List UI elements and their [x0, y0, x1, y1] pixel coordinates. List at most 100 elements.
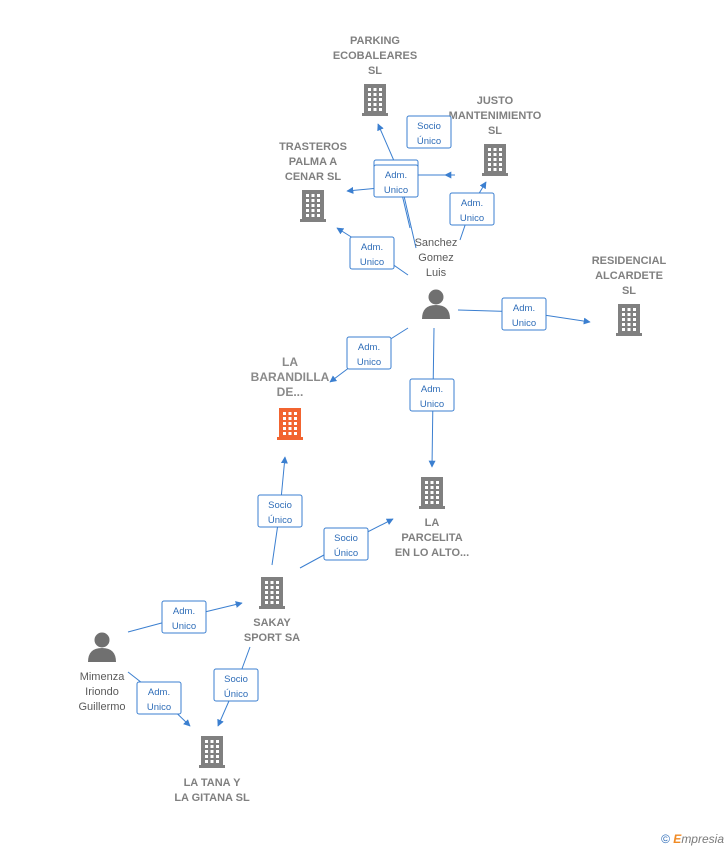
node-label: CENAR SL — [285, 171, 342, 183]
node-label: PARCELITA — [401, 532, 462, 544]
node-label: SL — [488, 125, 502, 137]
building-icon — [300, 190, 326, 222]
node-label: Luis — [426, 267, 447, 279]
edge-label-box[interactable]: Adm. Unico — [349, 236, 395, 270]
node-label: LA — [282, 355, 298, 369]
node-barandilla[interactable]: LABARANDILLADE... — [251, 355, 330, 440]
node-label: JUSTO — [477, 95, 514, 107]
node-trasteros[interactable]: TRASTEROS PALMA A CENAR SL — [279, 141, 347, 222]
building-icon — [482, 144, 508, 176]
edge-label-frame — [136, 681, 182, 715]
edge-label-text: Socio — [268, 500, 292, 511]
node-tana[interactable]: LA TANA Y LA GITANA SL — [174, 736, 250, 804]
edge-label-text: Unico — [357, 357, 381, 368]
edge-label-text: Unico — [360, 257, 384, 268]
edge-label-text: Unico — [420, 399, 444, 410]
node-label: SL — [622, 285, 636, 297]
edge-label-text: Unico — [147, 702, 171, 713]
edge-label-frame — [409, 378, 455, 412]
node-label: TRASTEROS — [279, 141, 347, 153]
node-label: Sanchez — [415, 237, 458, 249]
edge-labels-layer: Adm.UnicoSocioÚnicoAdm.UnicoAdm.UnicoAdm… — [136, 115, 547, 715]
edge-label-text: Adm. — [173, 606, 195, 617]
node-label: EN LO ALTO... — [395, 547, 469, 559]
edge-label-text: Único — [224, 689, 248, 700]
edge-label-text: Adm. — [461, 198, 483, 209]
edge-label-text: Adm. — [358, 342, 380, 353]
edge-label-text: Socio — [417, 121, 441, 132]
edge-label-text: Adm. — [421, 384, 443, 395]
edge-label-text: Unico — [384, 185, 408, 196]
edge-label-text: Adm. — [148, 687, 170, 698]
edge-label-box[interactable]: Adm. Unico — [409, 378, 455, 412]
edge-label-box[interactable]: Adm. Unico — [136, 681, 182, 715]
edge-label-frame — [346, 336, 392, 370]
edge-label-text: Adm. — [361, 242, 383, 253]
edge-label-frame — [406, 115, 452, 149]
edge-label-frame — [257, 494, 303, 528]
edge-label-text: Unico — [172, 621, 196, 632]
node-label: RESIDENCIAL — [592, 255, 667, 267]
building-icon — [199, 736, 225, 768]
node-label: SAKAY — [253, 617, 291, 629]
edge-label-box[interactable]: Adm. Unico — [373, 164, 419, 198]
edge-label-frame — [449, 192, 495, 226]
node-parcelita[interactable]: LA PARCELITA EN LO ALTO... — [395, 477, 469, 559]
edge-label-frame — [501, 297, 547, 331]
edge-label-frame — [213, 668, 259, 702]
building-icon — [362, 84, 388, 116]
node-label: Gomez — [418, 252, 453, 264]
building-icon — [419, 477, 445, 509]
edge-label-text: Unico — [512, 318, 536, 329]
edge-label-frame — [349, 236, 395, 270]
copyright-symbol: © — [661, 832, 670, 846]
edge-label-box[interactable]: Adm. Unico — [346, 336, 392, 370]
edge-label-text: Único — [268, 515, 292, 526]
edge-label-text: Único — [417, 136, 441, 147]
node-label: Guillermo — [78, 701, 125, 713]
building-icon — [259, 577, 285, 609]
node-justo[interactable]: JUSTO MANTENIMIENTO SL — [449, 95, 542, 176]
building-icon — [277, 408, 303, 440]
person-icon — [88, 632, 116, 662]
node-label: Iriondo — [85, 686, 119, 698]
node-residencial[interactable]: RESIDENCIAL ALCARDETE SL — [592, 255, 667, 336]
edge-label-text: Único — [334, 548, 358, 559]
node-label: MANTENIMIENTO — [449, 110, 542, 122]
edge-label-box[interactable]: Adm. Unico — [449, 192, 495, 226]
edge-label-box[interactable]: Adm. Unico — [501, 297, 547, 331]
edge-label-text: Socio — [334, 533, 358, 544]
edges-layer — [127, 123, 591, 727]
brand-logo-letter: E — [673, 832, 682, 846]
edge-label-box[interactable]: Adm. Unico — [161, 600, 207, 634]
edge-label-frame — [323, 527, 369, 561]
node-label: SL — [368, 65, 382, 77]
edge-label-text: Socio — [224, 674, 248, 685]
node-label: Mimenza — [80, 671, 126, 683]
edge-label-text: Unico — [460, 213, 484, 224]
node-label: LA TANA Y — [184, 777, 241, 789]
building-icon — [616, 304, 642, 336]
node-label: LA GITANA SL — [174, 792, 250, 804]
person-icon — [422, 289, 450, 319]
node-label: PALMA A — [289, 156, 338, 168]
node-label: SPORT SA — [244, 632, 300, 644]
edge-label-text: Adm. — [385, 170, 407, 181]
edge-label-frame — [373, 164, 419, 198]
edge-label-text: Adm. — [513, 303, 535, 314]
node-sakay[interactable]: SAKAY SPORT SA — [244, 577, 300, 644]
node-label: ALCARDETE — [595, 270, 663, 282]
brand-watermark: © Empresia — [661, 832, 724, 846]
node-label: BARANDILLA — [251, 370, 330, 384]
node-label: LA — [425, 517, 440, 529]
edge-label-frame — [161, 600, 207, 634]
